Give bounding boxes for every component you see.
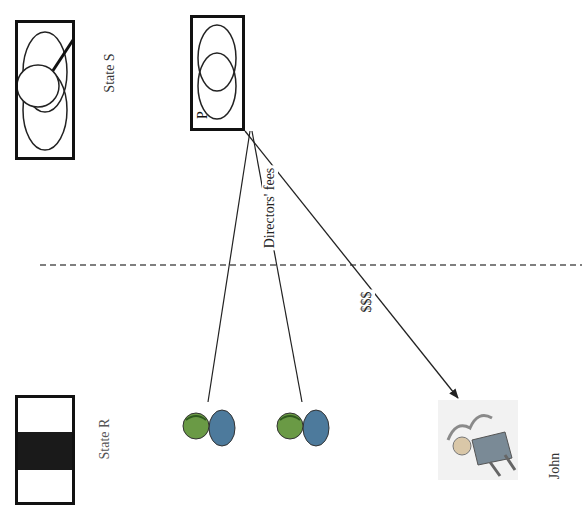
person-icon <box>183 410 235 446</box>
edge-label: $$$ <box>359 290 375 315</box>
payment-label: Directors' fees <box>262 166 278 251</box>
flag-band <box>15 432 75 470</box>
john-figure <box>438 400 518 480</box>
border-line <box>40 264 582 266</box>
state-box: State R <box>15 395 75 505</box>
entity-box: P <box>190 15 245 131</box>
person-name: John <box>547 451 563 481</box>
person-node: John <box>436 398 520 482</box>
venn-ellipse <box>198 53 236 119</box>
link-line <box>252 131 302 402</box>
state-label: State S <box>102 51 118 94</box>
state-label: State R <box>97 417 113 462</box>
link-line <box>208 131 250 402</box>
venn-ellipse <box>198 25 236 91</box>
magnifier-lens <box>17 65 59 107</box>
person-icon <box>277 410 329 446</box>
payment-arrow <box>245 131 458 398</box>
magnifier-handle <box>52 40 73 72</box>
state-box: State S <box>15 20 75 160</box>
entity-letter: P <box>195 109 211 121</box>
